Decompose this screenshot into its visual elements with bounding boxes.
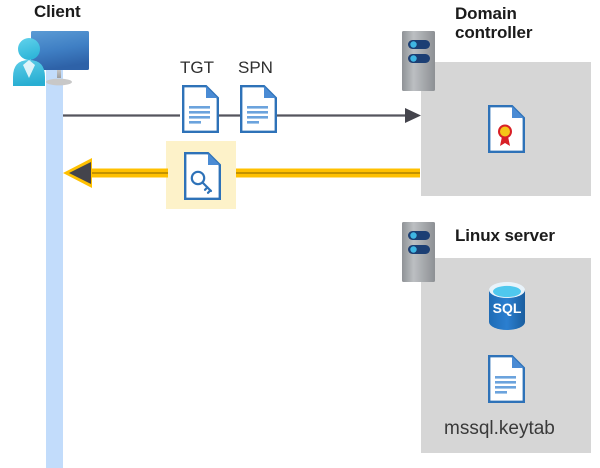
domain-controller-server-icon: [402, 31, 435, 91]
domain-controller-title-line2: controller: [455, 23, 533, 42]
response-arrowhead-icon: [69, 162, 91, 184]
key-glyph: [190, 170, 213, 194]
tgt-label: TGT: [180, 58, 214, 77]
request-arrowhead-icon: [405, 108, 421, 123]
sql-database-label: SQL: [493, 300, 522, 316]
client-title: Client: [34, 2, 81, 21]
keytab-filename-label: mssql.keytab: [444, 418, 555, 439]
linux-server-icon: [402, 222, 435, 282]
keytab-document-icon: [488, 355, 525, 403]
certificate-document-icon: [488, 105, 525, 153]
response-arrowhead-outline-icon: [63, 158, 92, 188]
linux-server-title: Linux server: [455, 226, 555, 245]
service-ticket-document-icon: [184, 152, 221, 200]
client-workstation-icon: [8, 26, 100, 92]
domain-controller-title-line1: Domain: [455, 4, 517, 23]
client-lifeline: [46, 64, 63, 468]
spn-label: SPN: [238, 58, 273, 77]
tgt-document-icon: [182, 85, 219, 133]
spn-document-icon: [240, 85, 277, 133]
sql-database-icon: SQL: [486, 281, 528, 331]
domain-controller-title: Domain controller: [455, 4, 595, 42]
